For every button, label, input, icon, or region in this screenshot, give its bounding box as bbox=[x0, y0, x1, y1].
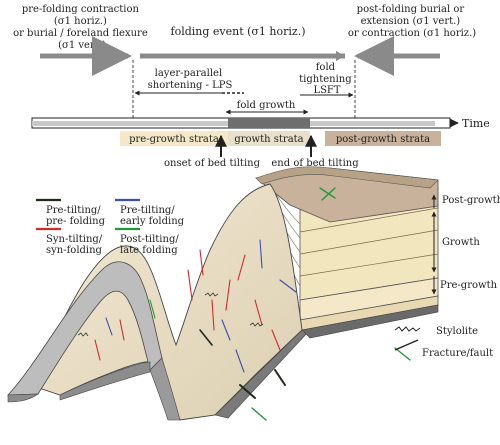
fracture-label: Fracture/fault bbox=[422, 348, 493, 359]
legend-label-1: Pre-tilting/early folding bbox=[120, 205, 185, 227]
growth-strata-label: growth strata bbox=[234, 134, 303, 145]
onset-label: onset of bed tilting bbox=[164, 158, 261, 169]
pre-growth-strata-box bbox=[120, 131, 228, 146]
legend-label-0: Pre-tilting/pre- folding bbox=[46, 205, 106, 227]
folding-event-label: folding event (σ1 horiz.) bbox=[171, 25, 306, 38]
pre-folding-label: pre-folding contraction (σ1 horiz.) or b… bbox=[13, 4, 151, 51]
stylolite-label: Stylolite bbox=[436, 326, 478, 337]
layer-line-1 bbox=[299, 207, 439, 233]
fold-block bbox=[7, 166, 439, 421]
time-label: Time bbox=[462, 117, 490, 130]
timeline: pre-folding contraction (σ1 horiz.) or b… bbox=[13, 4, 490, 169]
left-section-base bbox=[7, 393, 39, 403]
fracture-set bbox=[94, 187, 411, 421]
pre-growth-section-label: Pre-growth bbox=[440, 280, 498, 291]
fold-growth-label: fold growth bbox=[237, 100, 296, 111]
lps-label: layer-parallel shortening - LPS bbox=[148, 68, 233, 91]
base-strip-2 bbox=[301, 304, 439, 339]
stylolite-traces bbox=[77, 292, 264, 337]
end-label: end of bed tilting bbox=[271, 158, 359, 169]
fracture-icon bbox=[394, 339, 419, 351]
layer-line-2 bbox=[299, 229, 439, 255]
syncline-section bbox=[149, 357, 181, 421]
legend: Pre-tilting/pre- folding Pre-tilting/earl… bbox=[36, 198, 185, 256]
post-folding-label: post-folding burial or extension (σ1 ver… bbox=[348, 4, 476, 39]
post-growth-strata-label: post-growth strata bbox=[336, 134, 430, 145]
post-growth-section-label: Post-growth bbox=[442, 195, 500, 206]
folding-event-arrowhead bbox=[336, 51, 345, 61]
post-growth-top bbox=[255, 166, 439, 189]
lsft-label: fold tightening LSFT bbox=[299, 62, 355, 96]
legend-label-2: Syn-tilting/syn-folding bbox=[46, 234, 103, 256]
layer-line-3 bbox=[299, 253, 439, 277]
growth-section-label: Growth bbox=[442, 237, 480, 248]
post-growth-strata-box bbox=[325, 131, 441, 146]
pre-growth-strata-label: pre-growth strata bbox=[129, 134, 219, 145]
growth-period-band bbox=[228, 118, 310, 128]
growth-strata-box bbox=[228, 131, 310, 146]
front-base bbox=[59, 361, 151, 401]
stylolite-icon bbox=[394, 326, 421, 332]
legend-label-3: Post-tilting/late folding bbox=[120, 234, 179, 256]
